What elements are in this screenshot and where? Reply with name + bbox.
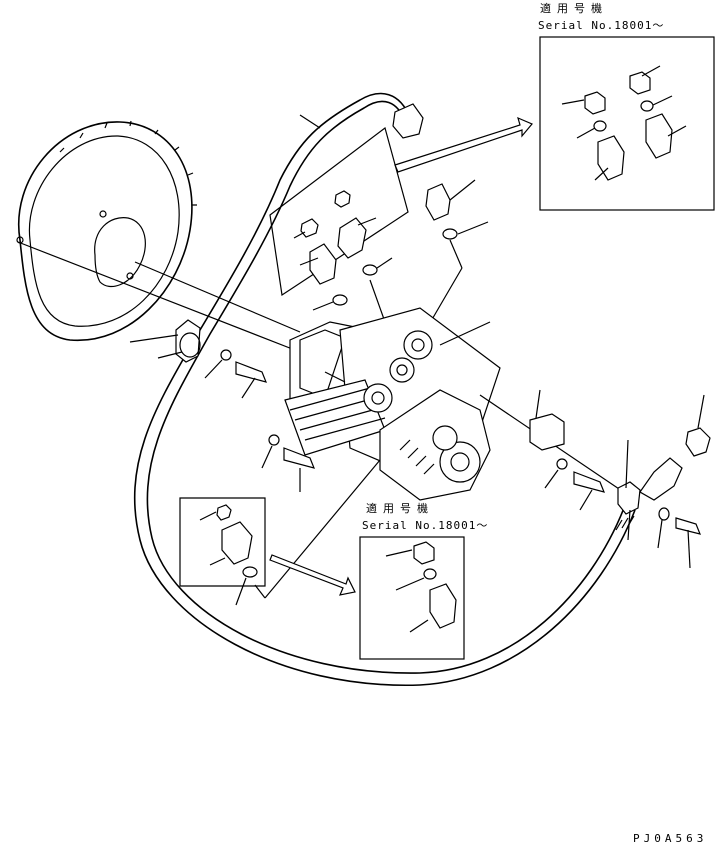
fitting-middle bbox=[429, 583, 457, 629]
o-ring-3 bbox=[332, 294, 348, 306]
callout-top-serial: Serial No.18001～ bbox=[538, 19, 665, 32]
hose-clamp-right bbox=[617, 481, 641, 515]
hose-end-fitting bbox=[639, 457, 683, 501]
plug-lower bbox=[216, 504, 232, 521]
plug-top-2 bbox=[629, 71, 651, 95]
callout-middle-title: 適用号機 bbox=[366, 502, 434, 515]
callout-box-top bbox=[539, 36, 715, 211]
washer-right bbox=[556, 458, 568, 470]
straight-fitting bbox=[425, 183, 451, 221]
hose-clamp-left bbox=[175, 319, 201, 363]
shaft-axis-line-2 bbox=[134, 261, 301, 333]
hose-fitting-top bbox=[392, 103, 424, 139]
bolt-right bbox=[573, 471, 606, 493]
arrow-to-middle-callout bbox=[269, 554, 356, 596]
o-ring-middle bbox=[423, 568, 437, 580]
washer-far-right bbox=[658, 507, 670, 521]
fitting-top-2 bbox=[645, 113, 673, 159]
flywheel-plate bbox=[16, 120, 197, 341]
washer-lower bbox=[268, 434, 280, 446]
bolt-far-right bbox=[675, 517, 701, 535]
plug-top-1 bbox=[584, 91, 606, 115]
o-ring-top-2 bbox=[640, 100, 654, 112]
o-ring-top-1 bbox=[593, 120, 607, 132]
drawing-code: PJ0A563 bbox=[633, 832, 708, 845]
inset-panel-fittings bbox=[269, 126, 409, 297]
callout-middle-serial: Serial No.18001～ bbox=[362, 519, 489, 532]
callout-top-title: 適用号機 bbox=[540, 2, 608, 15]
bolt-left bbox=[235, 361, 268, 383]
hydraulic-hose-outer bbox=[133, 92, 636, 686]
elbow-fitting-lower bbox=[221, 521, 253, 565]
inset-panel-lower bbox=[179, 497, 266, 587]
plug-small-2 bbox=[300, 218, 319, 238]
o-ring-2 bbox=[362, 264, 378, 276]
fitting-top-1 bbox=[597, 135, 625, 181]
hydraulic-hose-inner bbox=[146, 100, 625, 674]
shaft-axis-line bbox=[17, 241, 301, 353]
bolt-lower bbox=[283, 447, 316, 469]
elbow-fitting-1 bbox=[337, 217, 367, 259]
o-ring-1 bbox=[442, 228, 458, 240]
cap-nut bbox=[685, 427, 711, 457]
callout-box-middle bbox=[359, 536, 465, 660]
washer-left bbox=[220, 349, 232, 361]
o-ring-lower bbox=[242, 566, 258, 578]
plug-small bbox=[334, 190, 351, 208]
pump-assembly bbox=[284, 307, 501, 501]
mounting-bracket bbox=[529, 413, 565, 451]
arrow-to-top-callout bbox=[394, 116, 533, 173]
plug-middle bbox=[413, 541, 435, 565]
elbow-fitting-2 bbox=[309, 243, 337, 285]
